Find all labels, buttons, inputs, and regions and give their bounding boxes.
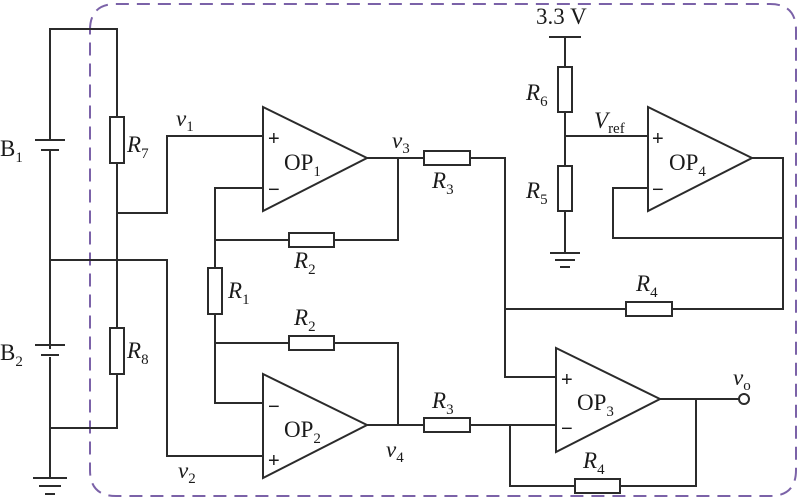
resistor-r7 xyxy=(109,116,125,164)
label-v4: v4 xyxy=(386,437,404,466)
label-r2-top: R2 xyxy=(293,248,316,278)
opamp-op1 xyxy=(262,105,370,213)
op1-minus-sign: − xyxy=(268,179,280,201)
op3-minus-sign: − xyxy=(561,418,573,440)
battery-network xyxy=(49,28,264,479)
op2-plus-sign: + xyxy=(268,450,280,472)
label-b1: B1 xyxy=(0,136,23,166)
label-r2-bottom: R2 xyxy=(293,305,316,335)
label-b2: B2 xyxy=(0,340,23,370)
label-r3-bottom: R3 xyxy=(431,388,454,418)
label-v1: v1 xyxy=(176,106,194,135)
ground-icon-vref xyxy=(550,252,580,268)
label-op4: OP4 xyxy=(669,150,706,180)
opamp-op3 xyxy=(555,346,663,454)
resistor-r1 xyxy=(207,267,223,315)
resistor-r2-top xyxy=(288,232,335,248)
label-r5: R5 xyxy=(525,178,548,208)
label-r7: R7 xyxy=(126,132,149,162)
resistor-r2-bottom xyxy=(288,335,335,351)
label-op3: OP3 xyxy=(577,390,614,420)
resistor-r4-top xyxy=(625,301,673,317)
resistor-r5 xyxy=(557,165,573,212)
resistor-r4-bottom xyxy=(574,478,621,494)
op2-minus-sign: − xyxy=(268,396,280,418)
opamp-op2 xyxy=(262,372,370,480)
resistor-r6 xyxy=(557,66,573,113)
op1-plus-sign: + xyxy=(268,128,280,150)
module-boundary xyxy=(89,3,797,497)
label-supply: 3.3 V xyxy=(536,4,587,29)
battery-b1 xyxy=(35,139,65,151)
resistor-r3-top xyxy=(423,150,471,166)
label-vo: vo xyxy=(733,365,751,394)
label-v2: v2 xyxy=(178,458,196,487)
label-op2: OP2 xyxy=(284,417,321,447)
op4-minus-sign: − xyxy=(652,179,664,201)
resistor-r3-bottom xyxy=(423,417,471,433)
label-r6: R6 xyxy=(525,80,548,110)
label-r1: R1 xyxy=(227,278,250,308)
op4-plus-sign: + xyxy=(652,128,664,150)
battery-b2 xyxy=(35,344,65,356)
label-op1: OP1 xyxy=(284,150,321,180)
label-vref: Vref xyxy=(594,108,625,137)
op3-plus-sign: + xyxy=(561,369,573,391)
resistor-r8 xyxy=(109,327,125,375)
label-v3: v3 xyxy=(392,128,410,157)
label-r3-top: R3 xyxy=(431,168,454,198)
output-terminal xyxy=(738,393,750,405)
label-r4-top: R4 xyxy=(635,271,658,301)
ground-icon xyxy=(33,477,67,495)
opamp-op4 xyxy=(647,105,755,213)
label-r8: R8 xyxy=(126,338,149,368)
label-r4-bottom: R4 xyxy=(582,448,605,478)
